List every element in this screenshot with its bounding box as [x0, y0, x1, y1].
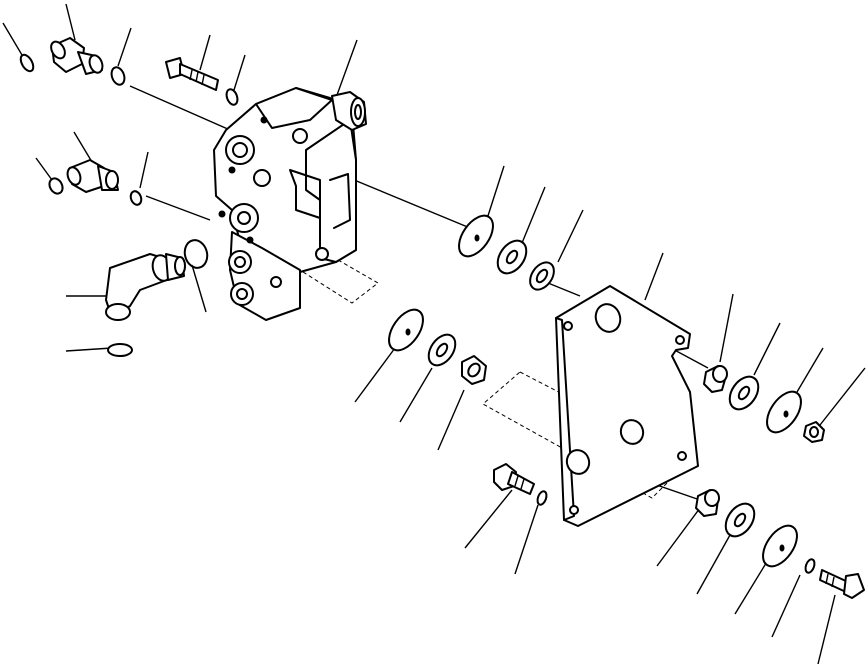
washer-upper-2: [496, 239, 528, 275]
elbow-fitting-top: [50, 37, 104, 75]
o-ring-mid-left: [48, 177, 64, 195]
gear-washer-middle: [427, 333, 457, 367]
mounting-plate: [555, 285, 699, 527]
bolt-top: [165, 57, 219, 91]
o-ring-large: [183, 239, 209, 269]
disc-upper-right: [766, 390, 802, 434]
cap-small: [107, 343, 133, 357]
disc-lower-right: [762, 524, 798, 568]
o-ring-top: [110, 66, 126, 86]
washer-upper-right: [728, 375, 760, 411]
elbow-fitting-mid: [66, 159, 119, 193]
leader-lines: [2, 3, 866, 665]
spacer-lower-right: [695, 489, 720, 517]
nut-upper-right: [803, 421, 825, 443]
washer-upper-3: [529, 261, 555, 291]
bolt-lower-left: [493, 463, 535, 495]
washer-lower-left: [536, 490, 548, 506]
o-ring-top-left: [19, 53, 35, 73]
nut-middle: [461, 355, 487, 385]
valve-body: [213, 87, 367, 321]
spacer-upper-right: [703, 365, 728, 393]
disc-upper-1: [458, 214, 494, 258]
washer-top: [225, 88, 239, 106]
washer-lower-right: [724, 502, 756, 538]
o-ring-mid: [129, 190, 143, 206]
disc-middle-1: [388, 308, 424, 352]
elbow-connector: [105, 253, 186, 321]
bolt-lower-right: [819, 569, 865, 599]
washer-small-lower-right: [804, 558, 816, 574]
